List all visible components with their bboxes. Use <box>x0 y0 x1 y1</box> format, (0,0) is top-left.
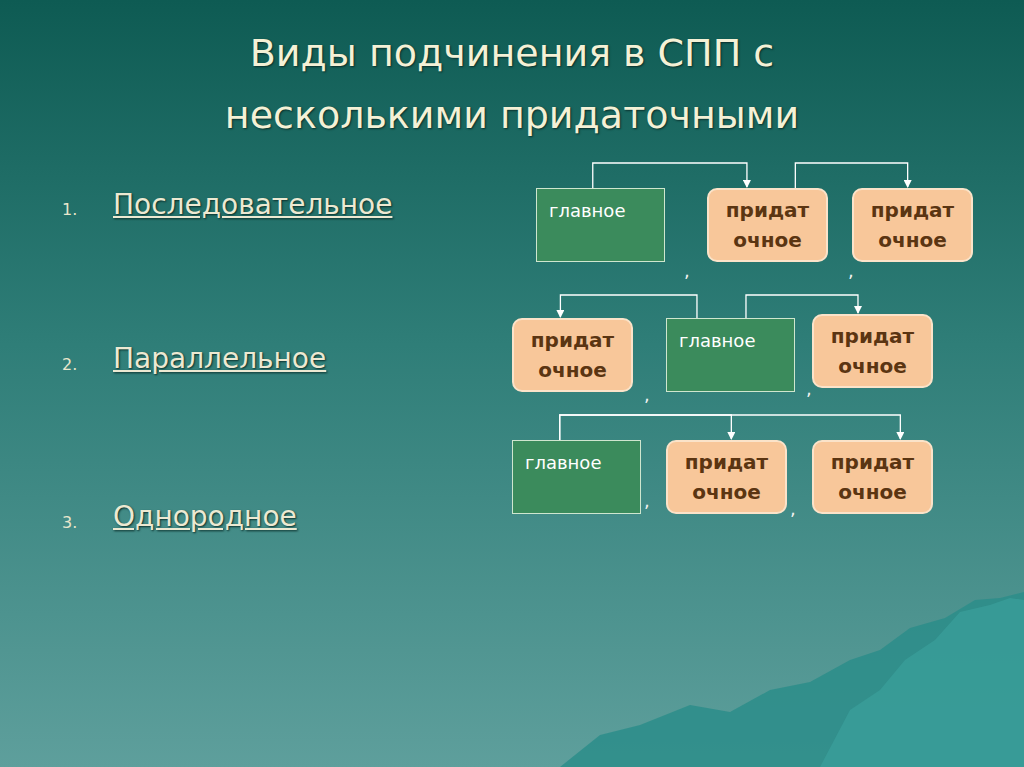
text-holder: придат очное <box>831 447 915 507</box>
clause-label: придат очное <box>726 195 810 255</box>
clause-label: придат очное <box>831 447 915 507</box>
text-holder: придат очное <box>831 321 915 381</box>
subordinate-clause-box: придат очное <box>666 440 787 514</box>
clause-label: придат очное <box>531 325 615 385</box>
subordination-arrow <box>560 415 901 440</box>
text-holder: придат очное <box>871 195 955 255</box>
slide-title: Виды подчинения в СПП с несколькими прид… <box>162 22 862 146</box>
clause-label: главное <box>679 329 784 353</box>
text-holder: придат очное <box>531 325 615 385</box>
clause-label: придат очное <box>685 447 769 507</box>
subordinate-clause-box: придат очное <box>512 318 633 392</box>
mountain-shape <box>820 598 1024 767</box>
comma-mark: , <box>644 492 650 510</box>
list-item: Параллельное <box>113 342 326 375</box>
subordinate-clause-box: придат очное <box>812 314 933 388</box>
main-clause-box: главное <box>512 440 641 514</box>
clause-label: придат очное <box>871 195 955 255</box>
subordinate-clause-box: придат очное <box>812 440 933 514</box>
list-number: 3. <box>62 513 77 532</box>
text-holder: придат очное <box>726 195 810 255</box>
subordinate-clause-box: придат очное <box>852 188 973 262</box>
clause-label: главное <box>549 199 654 223</box>
clause-label: главное <box>525 451 630 475</box>
comma-mark: , <box>848 262 854 280</box>
list-number: 1. <box>62 200 77 219</box>
subordination-arrow <box>560 295 697 318</box>
mountain-shape <box>560 592 1024 767</box>
subordination-arrow <box>593 163 747 188</box>
main-clause-box: главное <box>536 188 665 262</box>
comma-mark: , <box>644 386 650 404</box>
list-number: 2. <box>62 355 77 374</box>
main-clause-box: главное <box>666 318 795 392</box>
text-holder: придат очное <box>685 447 769 507</box>
list-item: Последовательное <box>113 188 392 221</box>
clause-label: придат очное <box>831 321 915 381</box>
comma-mark: , <box>790 500 796 518</box>
subordination-arrow <box>560 415 732 440</box>
comma-mark: , <box>684 262 690 280</box>
list-item: Однородное <box>113 500 297 533</box>
subordinate-clause-box: придат очное <box>707 188 828 262</box>
subordination-arrow <box>795 163 907 188</box>
comma-mark: , <box>806 380 812 398</box>
